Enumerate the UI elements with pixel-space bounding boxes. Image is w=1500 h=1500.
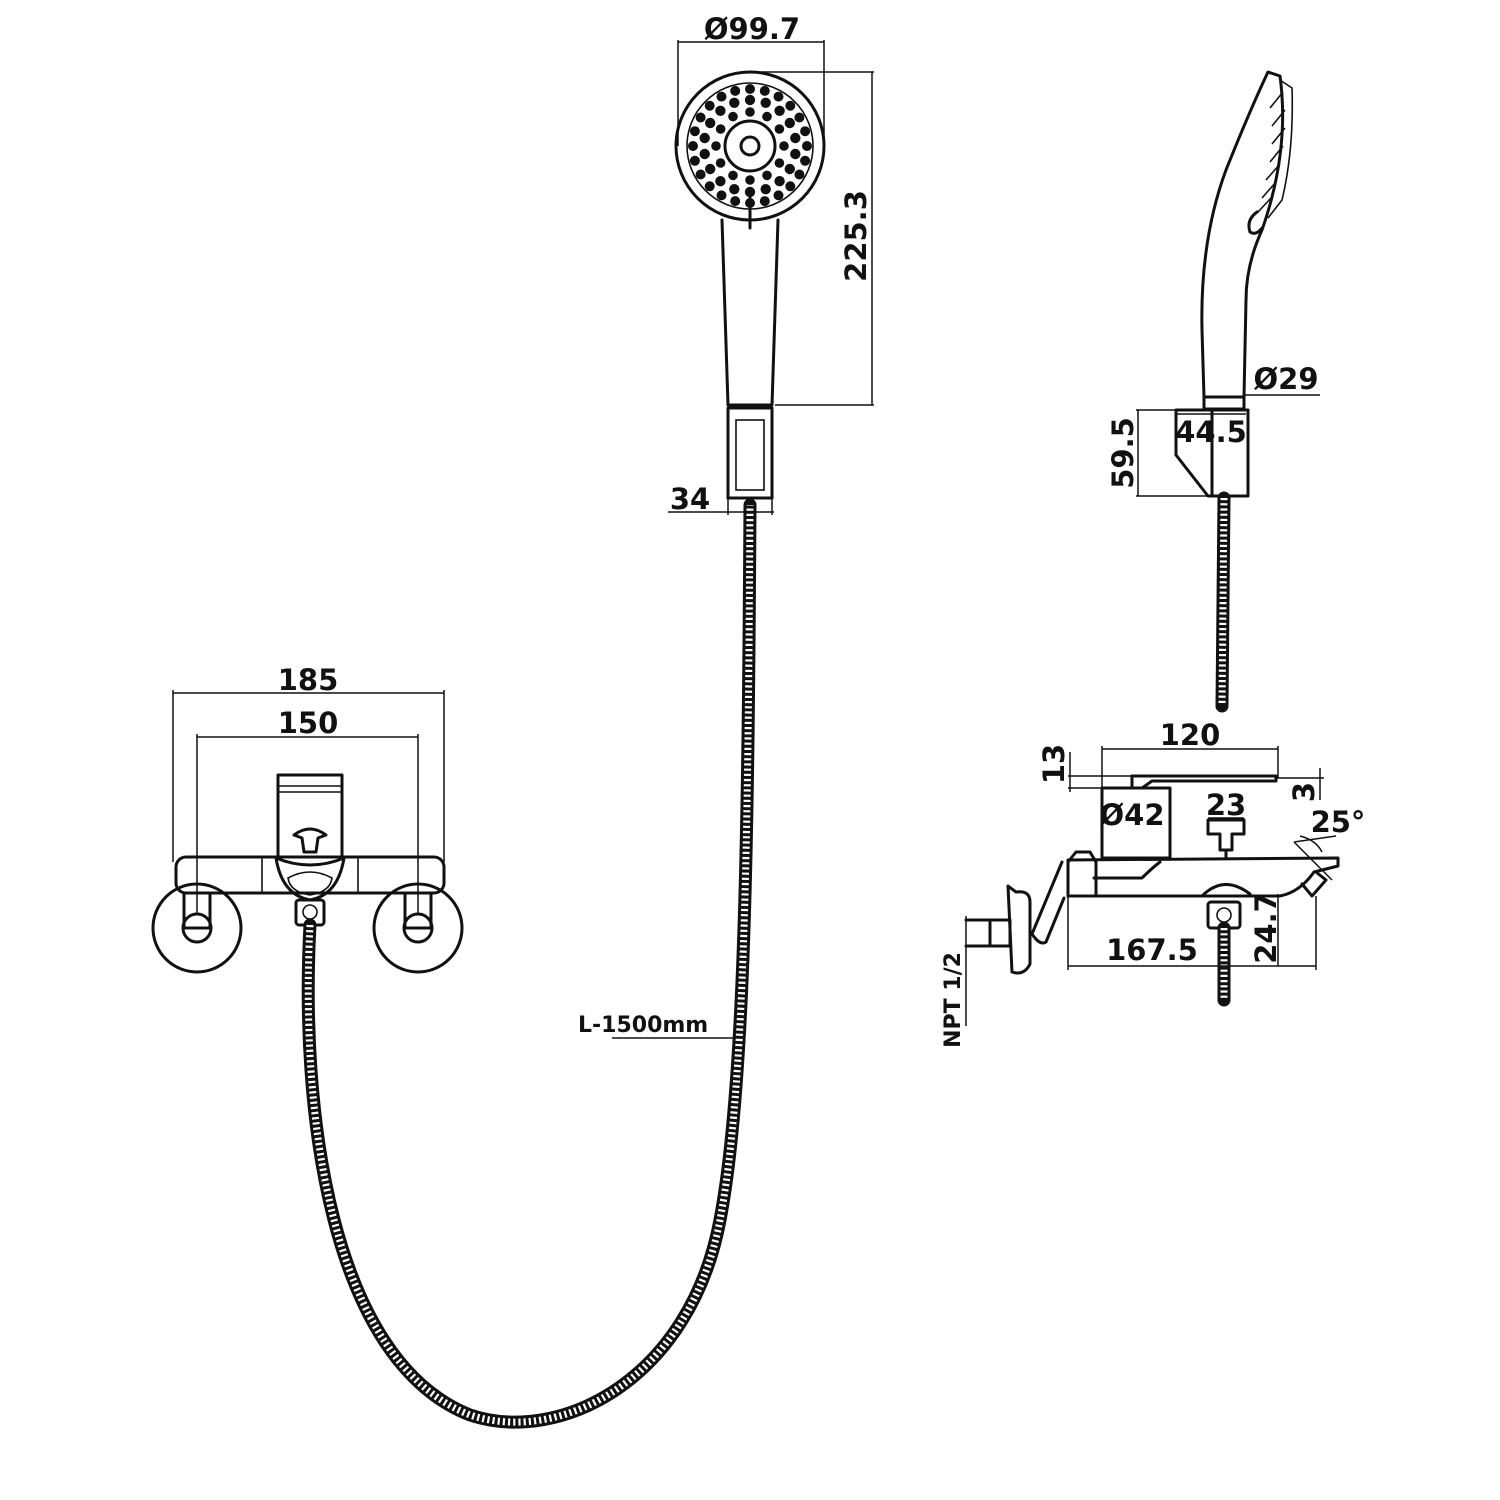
nozzle [699,132,710,144]
dimension-hose-length: L-1500mm [578,1013,736,1039]
nozzle [794,169,805,180]
nozzle [704,100,715,111]
nozzle [774,158,785,168]
nozzle [711,141,721,151]
nozzle [779,141,789,151]
nozzle [689,155,700,166]
label-handle-diameter: Ø29 [1253,362,1318,396]
nozzle [794,112,805,123]
nozzle [774,105,785,117]
nozzle [745,198,755,208]
nozzle [695,169,706,180]
nozzle [762,170,772,181]
nozzle [774,176,785,187]
dimension-head-diameter: Ø99.7 [677,12,825,146]
nozzle [729,184,740,195]
dimension-handle-diameter: Ø29 [1204,362,1320,410]
nozzle [716,91,727,102]
nozzle [773,190,784,201]
dimension-spout-angle: 25° [1311,805,1366,839]
side-hose [1215,491,1231,713]
nozzle [762,111,772,122]
nozzle [744,94,756,106]
label-overall-width: 185 [278,663,339,697]
hand-shower-front [674,70,826,500]
dimension-lever-height: 13 [1037,744,1132,792]
nozzle [784,163,795,175]
spray-nozzles [688,84,812,208]
label-cartridge-diameter: Ø42 [1099,798,1164,832]
nozzle [715,176,726,187]
nozzle [759,196,770,207]
label-head-diameter: Ø99.7 [704,12,800,46]
nozzle [785,100,796,111]
nozzle [760,97,771,109]
nozzle [773,91,784,102]
dimension-inlet-thread: NPT 1/2 [941,916,967,1048]
nozzle [730,85,741,96]
nozzle [705,117,716,129]
nozzle [759,85,770,96]
nozzle [790,132,801,144]
nozzle [705,163,716,175]
nozzle [715,124,726,134]
nozzle [745,84,755,94]
label-mount-centers: 150 [278,706,339,740]
label-lever-offset: 3 [1287,782,1321,802]
dimension-holder-depth: 44.5 [1175,413,1247,449]
label-lever-length: 120 [1160,718,1221,752]
dimension-holder-height: 59.5 [1106,409,1210,497]
label-hose-length: L-1500mm [578,1013,708,1038]
label-holder-height: 59.5 [1106,417,1140,489]
label-lever-height: 13 [1037,744,1071,784]
nozzle [715,158,726,168]
nozzle [744,186,756,198]
dimension-overall-width: 185 [172,663,445,862]
dimension-diverter-width: 23 [1206,788,1246,822]
dimension-mount-centers: 150 [196,706,419,915]
shower-hose [301,498,757,1429]
label-holder-depth: 44.5 [1175,415,1247,449]
nozzle [716,190,727,201]
hand-shower-side [1174,70,1294,498]
nozzle [704,181,715,192]
nozzle [728,111,738,122]
nozzle [760,184,771,195]
dimension-cartridge-diameter: Ø42 [1099,798,1164,832]
nozzle [695,112,706,123]
dimension-spout-height: 24.7 [1249,892,1283,966]
nozzle [745,175,755,185]
nozzle [800,126,811,137]
dimension-lever-offset: 3 [1276,768,1324,802]
nozzle [715,105,726,117]
dimension-lever-length: 120 [1101,718,1279,788]
nozzle [730,196,741,207]
nozzle [745,107,755,117]
label-diverter-width: 23 [1206,788,1246,822]
label-total-length: 225.3 [839,190,873,282]
label-holder-width: 34 [670,482,710,516]
nozzle [728,170,738,181]
label-body-length: 167.5 [1106,933,1198,967]
nozzle [689,126,700,137]
dimension-holder-width: 34 [668,482,774,516]
nozzle [784,117,795,129]
nozzle [729,97,740,109]
nozzle [790,148,801,160]
label-spout-angle: 25° [1311,805,1366,839]
nozzle [785,181,796,192]
nozzle [774,124,785,134]
nozzle [699,148,710,160]
nozzle [800,155,811,166]
nozzle [688,141,698,151]
label-spout-height: 24.7 [1249,892,1283,964]
dimension-body-length: 167.5 [1067,896,1317,970]
label-inlet-thread: NPT 1/2 [941,952,966,1048]
nozzle [802,141,812,151]
dimension-total-length: 225.3 [750,71,874,406]
